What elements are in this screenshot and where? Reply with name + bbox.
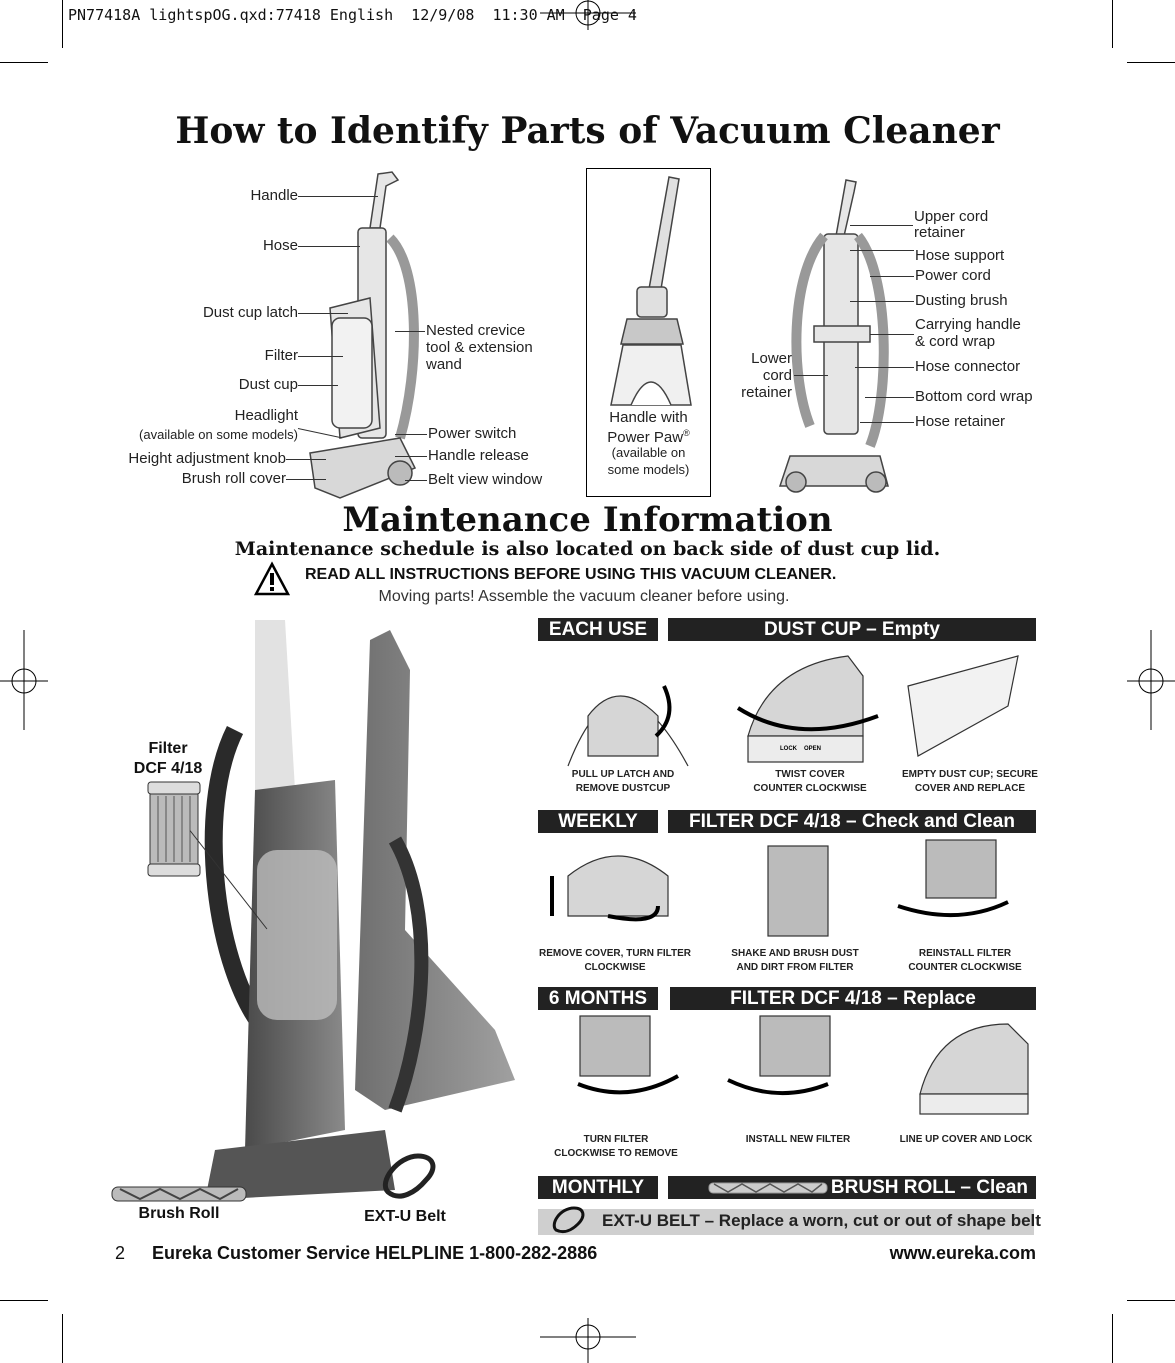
label-dust-cup-latch: Dust cup latch [202, 304, 298, 321]
website-link[interactable]: www.eureka.com [889, 1243, 1036, 1263]
step-caption: INSTALL NEW FILTER [745, 1134, 851, 1145]
label-nested-crevice-3: wand [426, 356, 462, 373]
power-paw-label-2: Power Paw® [607, 428, 690, 446]
page-number: 2 [115, 1243, 126, 1263]
label-filter: Filter [264, 347, 298, 364]
warning-icon [253, 561, 291, 596]
dust-cup-steps-illustration: LOCK OPEN [567, 655, 1019, 767]
photo-label-filter-model: DCF 4/18 [133, 760, 203, 777]
open-label: OPEN [804, 746, 821, 752]
step-caption: LINE UP COVER AND LOCK [899, 1134, 1033, 1145]
label-hose-retainer: Hose retainer [915, 413, 1006, 430]
belt-icon [552, 1206, 585, 1234]
schedule-freq-weekly: WEEKLY [538, 810, 658, 833]
label-belt-view-window: Belt view window [428, 471, 543, 488]
page-title: How to Identify Parts of Vacuum Cleaner [175, 110, 1000, 152]
label-upper-cord-retainer-2: retainer [914, 224, 965, 241]
power-paw-note-2: some models) [607, 462, 690, 477]
lock-label: LOCK [780, 746, 798, 752]
label-dusting-brush: Dusting brush [915, 292, 1008, 309]
power-paw-label-1: Handle with [609, 409, 688, 426]
crop-mark [1127, 1300, 1175, 1301]
filter-replace-steps-illustration [577, 1015, 1029, 1115]
label-hose-support: Hose support [915, 247, 1005, 264]
label-power-cord: Power cord [915, 267, 991, 284]
label-headlight-note: (available on some models) [139, 427, 298, 442]
power-paw-illustration [610, 176, 692, 406]
photo-label-filter: Filter [148, 740, 188, 757]
belt-illustration [382, 1153, 436, 1199]
schedule-task-filter-replace: FILTER DCF 4/18 – Replace [670, 987, 1036, 1010]
brush-roll-illustration [111, 1186, 247, 1202]
prepress-slug: PN77418A lightspOG.qxd:77418 English 12/… [68, 6, 637, 24]
crop-mark [0, 1300, 48, 1301]
label-bottom-cord-wrap: Bottom cord wrap [915, 388, 1033, 405]
crop-mark [1112, 0, 1113, 48]
warning-text: READ ALL INSTRUCTIONS BEFORE USING THIS … [305, 566, 837, 583]
label-hose: Hose [262, 237, 298, 254]
vacuum-photo [204, 620, 515, 1200]
label-carrying-handle: Carrying handle [915, 316, 1021, 333]
vacuum-rear-illustration [778, 179, 889, 493]
crop-mark [62, 0, 63, 48]
label-lower-cord-retainer: Lower [751, 350, 792, 367]
crop-mark [0, 62, 48, 63]
filter-clean-steps-illustration [550, 839, 1009, 937]
brush-roll-icon [708, 1182, 828, 1194]
schedule-task-dust-cup: DUST CUP – Empty [668, 618, 1036, 641]
power-paw-box: Handle with Power Paw® (available on som… [586, 168, 711, 497]
schedule-freq-each-use: EACH USE [538, 618, 658, 641]
label-height-knob: Height adjustment knob [128, 450, 286, 467]
photo-label-belt: EXT-U Belt [364, 1208, 446, 1225]
vacuum-front-illustration [309, 171, 419, 499]
schedule-freq-monthly: MONTHLY [538, 1176, 658, 1199]
schedule-task-brush-roll: BRUSH ROLL – Clean [668, 1176, 1036, 1199]
label-lower-cord-retainer-2: cord [762, 367, 792, 384]
photo-label-brush-roll: Brush Roll [138, 1205, 220, 1222]
label-upper-cord-retainer: Upper cord [914, 208, 989, 225]
schedule-freq-6-months: 6 MONTHS [538, 987, 658, 1010]
label-carrying-handle-2: & cord wrap [915, 333, 996, 350]
filter-illustration [147, 781, 201, 877]
crop-mark [1112, 1314, 1113, 1363]
belt-replace-bar: EXT-U BELT – Replace a worn, cut or out … [538, 1206, 1041, 1235]
label-headlight: Headlight [234, 407, 298, 424]
power-paw-note-1: (available on [611, 445, 686, 460]
crop-mark [1127, 62, 1175, 63]
label-hose-connector: Hose connector [915, 358, 1021, 375]
label-brush-roll-cover: Brush roll cover [181, 470, 286, 487]
warning-subtext: Moving parts! Assemble the vacuum cleane… [378, 588, 790, 605]
label-handle: Handle [250, 187, 298, 204]
label-lower-cord-retainer-3: retainer [741, 384, 792, 401]
maintenance-title: Maintenance Information [342, 500, 833, 540]
label-dust-cup: Dust cup [238, 376, 298, 393]
label-handle-release: Handle release [428, 447, 529, 464]
label-nested-crevice: Nested crevice [426, 322, 526, 339]
label-nested-crevice-2: tool & extension [426, 339, 533, 356]
helpline-text: Eureka Customer Service HELPLINE 1-800-2… [152, 1243, 598, 1263]
crop-mark [62, 1314, 63, 1363]
belt-replace-text: EXT-U BELT – Replace a worn, cut or out … [602, 1211, 1041, 1230]
maintenance-subtitle: Maintenance schedule is also located on … [234, 538, 941, 560]
label-power-switch: Power switch [428, 425, 517, 442]
schedule-task-filter-clean: FILTER DCF 4/18 – Check and Clean [668, 810, 1036, 833]
